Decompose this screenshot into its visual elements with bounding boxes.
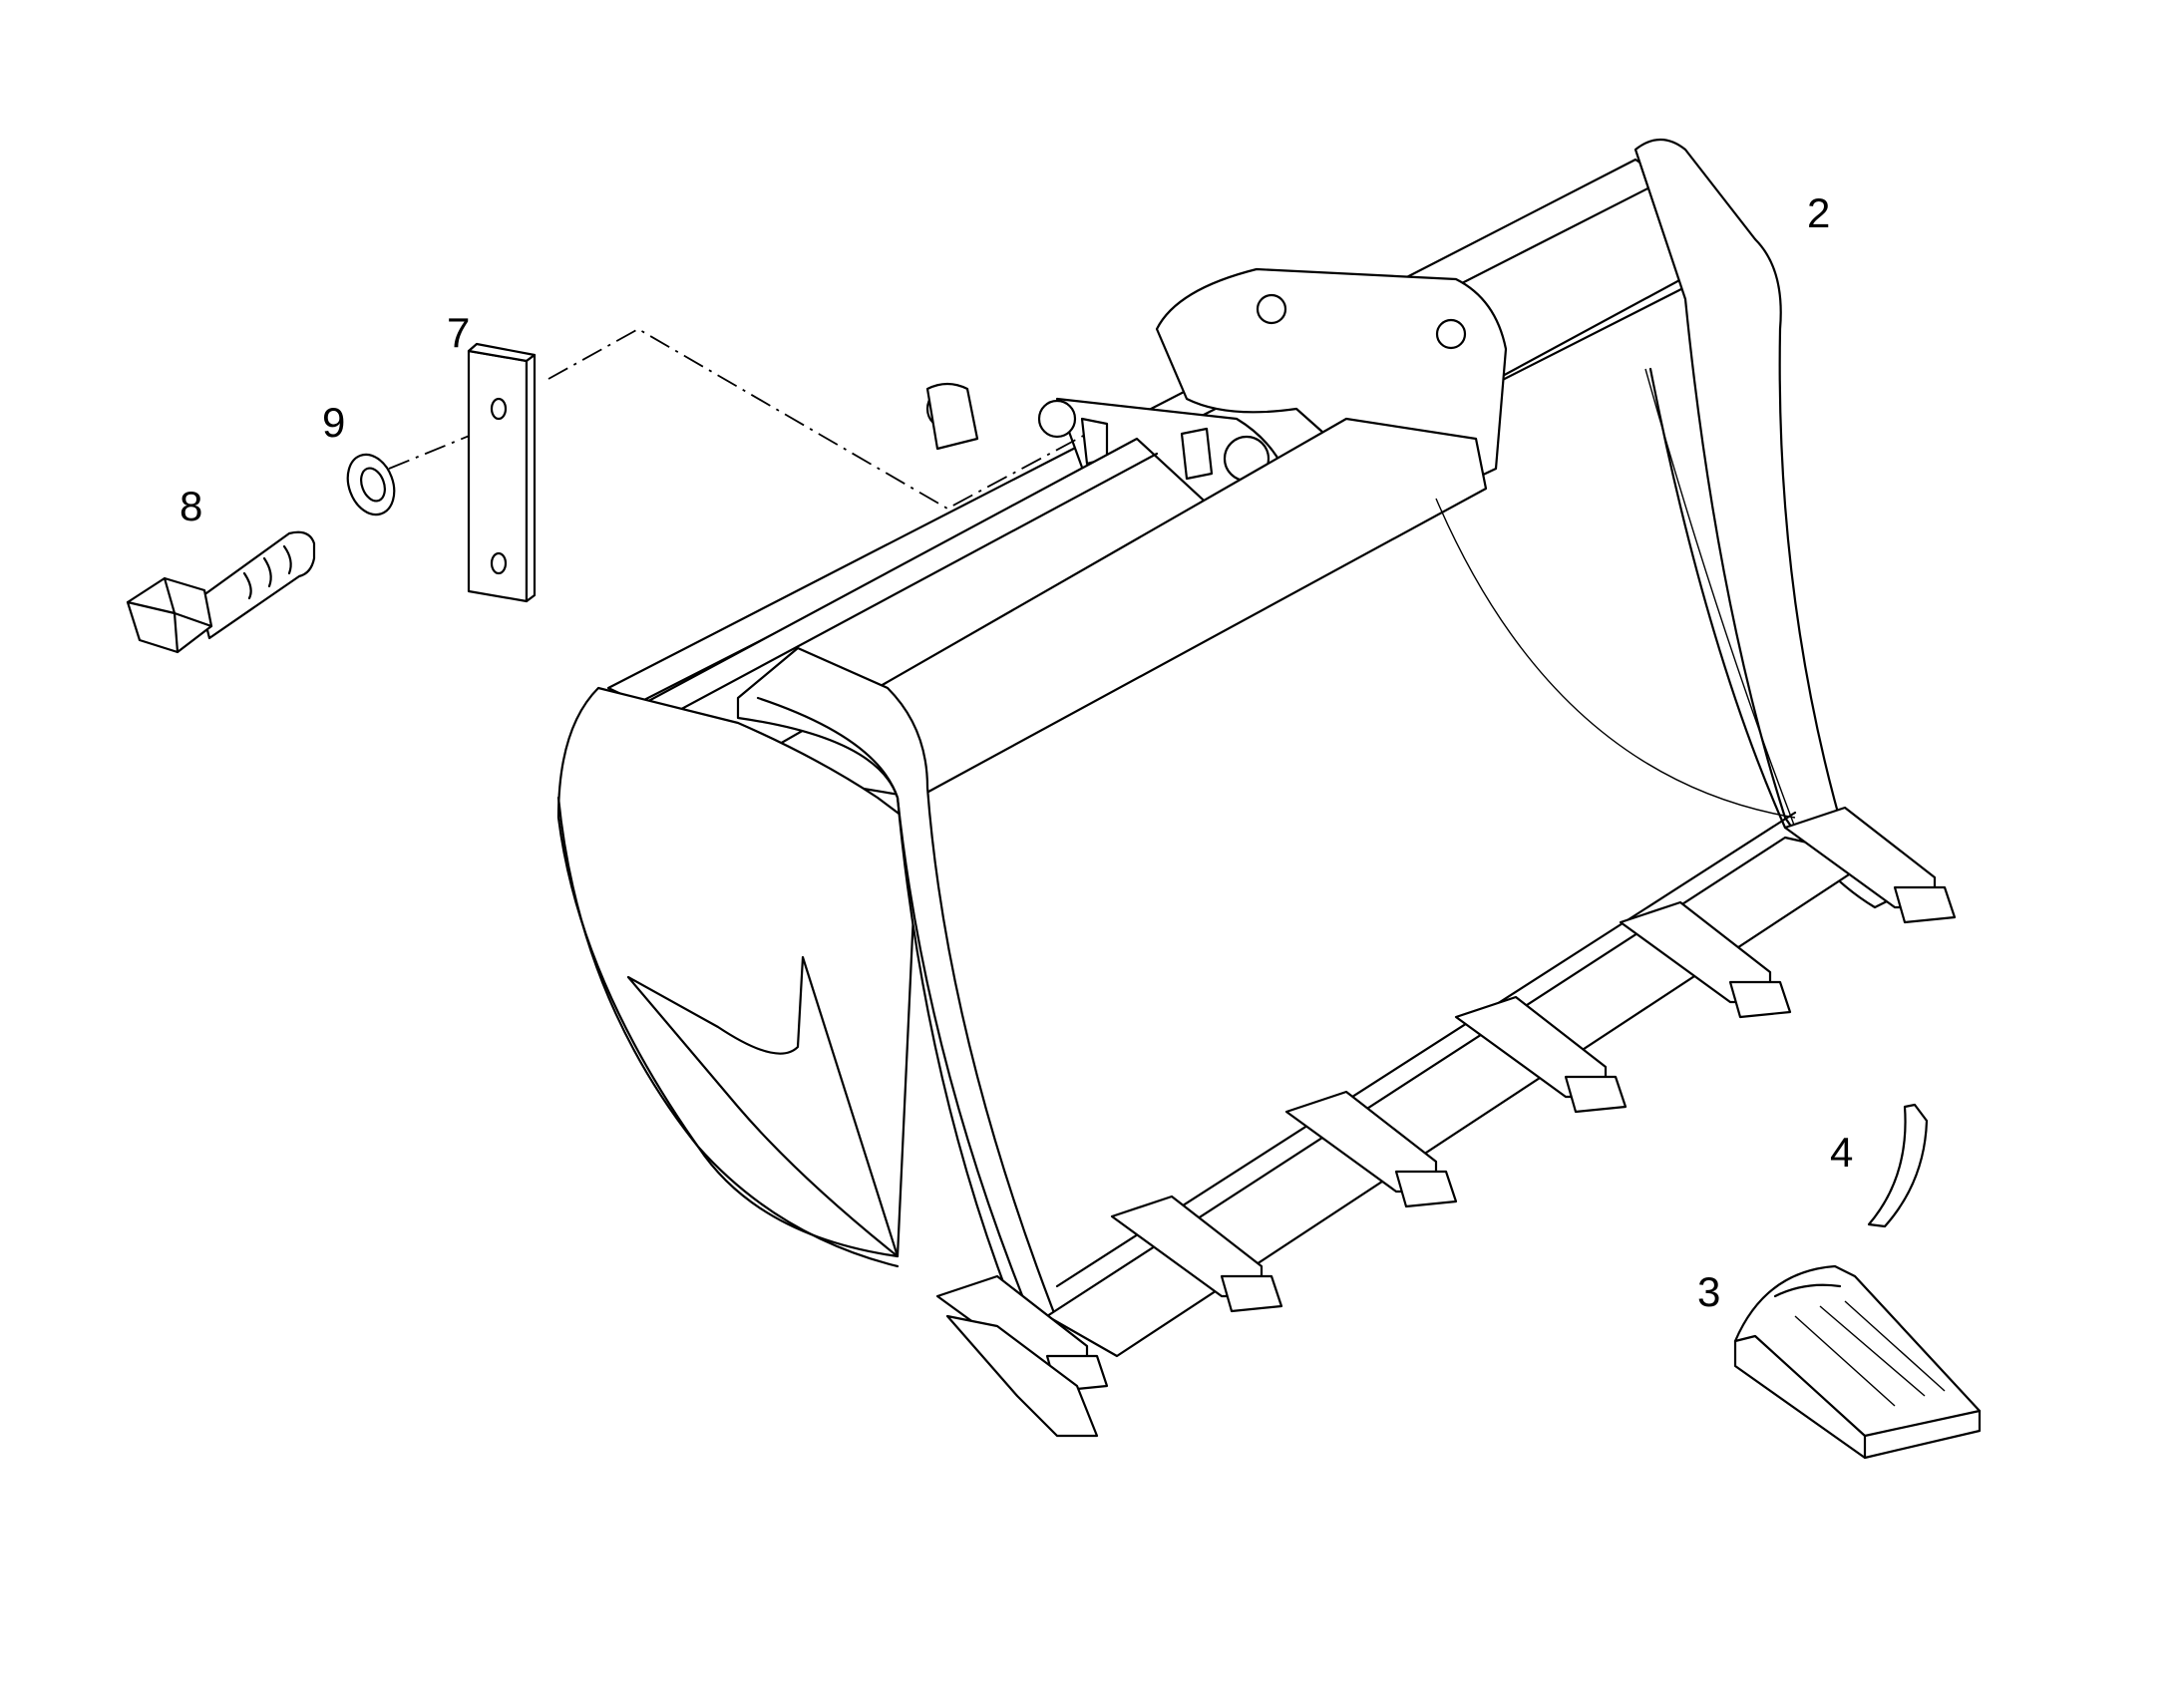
leader-plate-to-bucket [547,327,1088,511]
bucket [556,138,1897,1368]
callout-7: 7 [447,309,471,356]
callout-3: 3 [1697,1268,1721,1315]
callout-9: 9 [322,399,346,446]
plate [467,342,537,603]
callout-2: 2 [1807,189,1831,236]
callout-4: 4 [1830,1129,1854,1176]
tooth-tip [1733,1264,1982,1460]
bolt [126,530,316,654]
retainer [1867,1103,1929,1228]
callout-8: 8 [180,483,203,529]
washer [346,453,396,516]
bucket-teeth [935,806,1957,1438]
